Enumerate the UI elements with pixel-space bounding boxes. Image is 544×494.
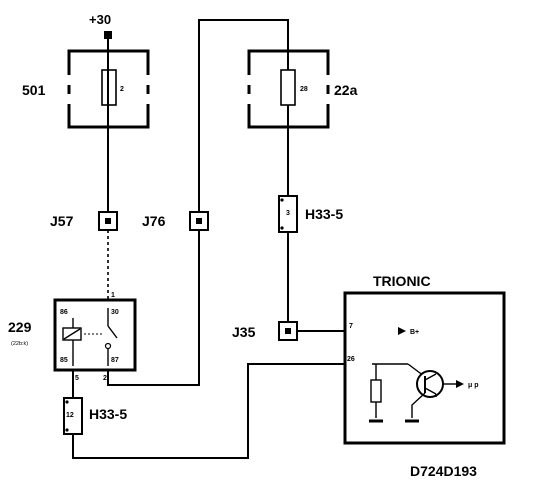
relay-229-subtitle: (22b:k)	[11, 341, 28, 347]
fuse-22a-number: 28	[300, 86, 308, 93]
supply-label: +30	[89, 12, 111, 27]
wire-fuse28-j76	[198, 19, 289, 212]
ecu-transistor	[416, 370, 444, 398]
connector-pin-12: 12	[66, 412, 74, 419]
relay-coil-diagonal	[63, 328, 81, 340]
supply-terminal	[104, 31, 112, 39]
fuse-box-22a-label: 22a	[334, 82, 358, 98]
relay-terminal-86: 86	[60, 309, 68, 316]
junction-j76-label: J76	[142, 213, 166, 229]
connector-h33-5-pin3	[278, 195, 298, 233]
relay-terminal-30: 30	[111, 309, 119, 316]
fuse-box-501-label: 501	[22, 82, 46, 98]
ecu-resistor	[370, 379, 382, 403]
wire-j76-relay	[107, 230, 200, 386]
b-plus-arrow	[398, 327, 406, 335]
ecu-pin-7: 7	[349, 323, 353, 330]
relay-pin-5: 5	[75, 375, 79, 382]
ecu-transistor-emitter	[424, 387, 437, 395]
relay-terminal-87: 87	[111, 357, 119, 364]
connector-h33-5-label-bottom: H33-5	[89, 406, 127, 422]
connector-pin-3: 3	[286, 210, 290, 217]
connector-h33-5-pin12	[63, 397, 83, 435]
mu-p-arrow	[456, 380, 464, 388]
ecu-transistor-collector	[424, 373, 437, 381]
junction-j57	[98, 211, 118, 231]
trionic-ecu	[343, 291, 506, 445]
ecu-transistor-ground-lead	[411, 392, 426, 418]
fuse-22a	[280, 69, 296, 106]
fuse-501-number: 2	[120, 86, 124, 93]
ecu-pin-26: 26	[347, 356, 355, 363]
relay-switch-terminal	[104, 342, 112, 350]
junction-j35-label: J35	[232, 324, 256, 340]
ecu-mu-p: μ p	[468, 382, 479, 389]
relay-terminal-85: 85	[60, 357, 68, 364]
diagram-code: D724D193	[410, 463, 477, 479]
junction-j35	[278, 321, 298, 341]
relay-229-label: 229	[8, 319, 32, 335]
junction-j76	[189, 211, 209, 231]
connector-h33-5-label-top: H33-5	[305, 206, 343, 222]
ecu-title: TRIONIC	[373, 273, 431, 289]
relay-pin-1: 1	[111, 292, 115, 299]
relay-switch-contact	[107, 325, 118, 339]
ecu-b-plus: B+	[410, 329, 419, 336]
relay-pin-2: 2	[103, 375, 107, 382]
junction-j57-label: J57	[50, 213, 74, 229]
wire-connector-ecu	[72, 363, 372, 459]
